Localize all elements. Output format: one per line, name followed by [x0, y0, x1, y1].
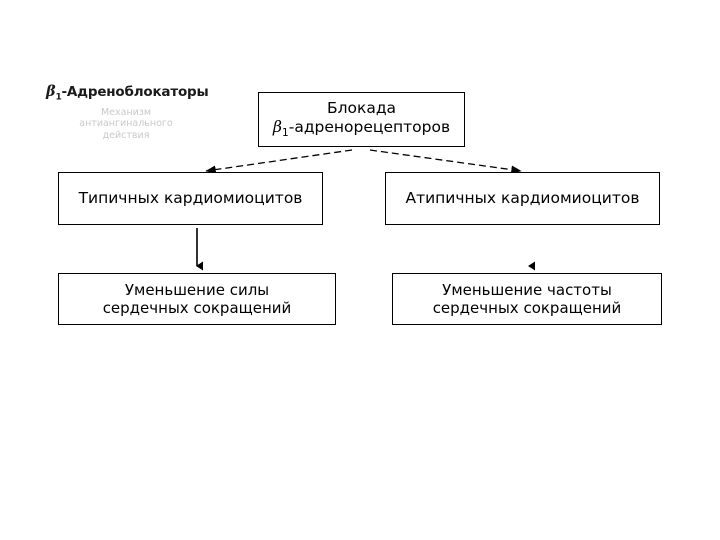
node-typical-cardiomyocytes: Типичных кардиомиоцитов — [58, 172, 323, 225]
beta-symbol: β — [46, 83, 56, 100]
node-decreased-contraction-force: Уменьшение силы сердечных сокращений — [58, 273, 336, 325]
connector-top-to-mid-left — [205, 149, 353, 174]
page-title: β1-Адреноблокаторы — [46, 83, 209, 104]
node-decreased-heart-rate: Уменьшение частоты сердечных сокращений — [392, 273, 662, 325]
node-bottom-right-line-2: сердечных сокращений — [432, 299, 622, 317]
node-top-line-2: β1-адренорецепторов — [273, 117, 450, 140]
node-top-text: Блокада β1-адренорецепторов — [267, 99, 456, 141]
page-subtitle-line-3: действия — [102, 130, 150, 142]
node-mid-right-text: Атипичных кардиомиоцитов — [405, 189, 640, 208]
beta-subscript: 1 — [282, 127, 289, 140]
node-bottom-right-text: Уменьшение частоты сердечных сокращений — [427, 281, 628, 318]
node-bottom-left-line-2: сердечных сокращений — [102, 299, 292, 317]
node-mid-left-text: Типичных кардиомиоцитов — [78, 189, 303, 208]
beta-subscript: 1 — [55, 92, 62, 103]
node-bottom-left-text: Уменьшение силы сердечных сокращений — [97, 281, 298, 318]
connector-top-to-mid-right — [369, 149, 522, 174]
node-top-line-2-rest: -адренорецепторов — [288, 118, 451, 137]
node-blockade-beta1-receptors: Блокада β1-адренорецепторов — [258, 92, 465, 147]
node-atypical-cardiomyocytes: Атипичных кардиомиоцитов — [385, 172, 660, 225]
beta-symbol: β — [272, 117, 283, 137]
page-subtitle-line-1: Механизм — [100, 106, 152, 118]
page-subtitle-line-2: антиангинального — [79, 118, 173, 130]
node-bottom-right-line-1: Уменьшение частоты — [442, 280, 612, 299]
page-subtitle: Механизм антиангинального действия — [52, 107, 200, 143]
page-title-rest: -Адреноблокаторы — [61, 84, 209, 100]
node-top-line-1: Блокада — [326, 98, 397, 117]
heading-block: β1-Адреноблокаторы Механизм антиангиналь… — [46, 83, 209, 143]
node-bottom-left-line-1: Уменьшение силы — [124, 280, 270, 299]
